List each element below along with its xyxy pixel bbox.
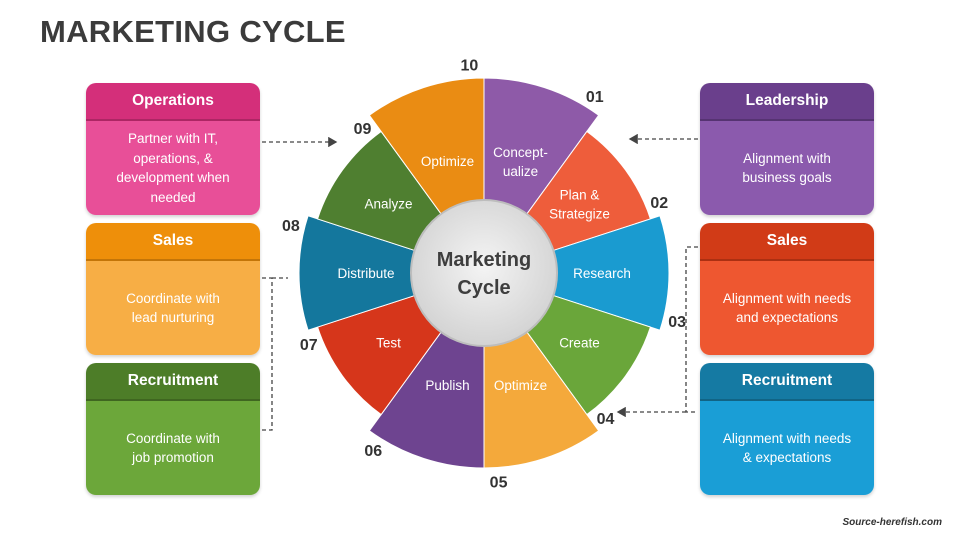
center-label-line1: Marketing	[437, 249, 531, 271]
card-sales-right: Sales Alignment with needs and expectati…	[700, 223, 874, 355]
segment-02-number: 02	[650, 195, 668, 212]
card-recruitment-right: Recruitment Alignment with needs & expec…	[700, 363, 874, 495]
segment-08-label: Distribute	[337, 266, 394, 281]
center-hub	[410, 199, 558, 347]
card-recruitment-left: Recruitment Coordinate with job promotio…	[86, 363, 260, 495]
segment-03-label: Research	[573, 266, 631, 281]
connector-sales-recruitment-left	[262, 277, 273, 431]
card-operations-title: Operations	[86, 83, 260, 121]
segment-01-label: Concept-ualize	[493, 145, 548, 179]
segment-07-number: 07	[300, 337, 318, 354]
segment-09-number: 09	[354, 121, 372, 138]
card-leadership-text: Alignment with business goals	[700, 121, 874, 215]
segment-05-number: 05	[490, 474, 508, 491]
segment-02-label: Plan &Strategize	[549, 188, 610, 222]
card-sales-left-text: Coordinate with lead nurturing	[86, 261, 260, 355]
card-sales-right-text: Alignment with needs and expectations	[700, 261, 874, 355]
connector-sales-recruitment-right	[685, 246, 698, 413]
card-recruitment-left-title: Recruitment	[86, 363, 260, 401]
segment-08-number: 08	[282, 218, 300, 235]
segment-10-number: 10	[461, 58, 479, 75]
segment-07-label: Test	[376, 335, 401, 350]
card-sales-right-title: Sales	[700, 223, 874, 261]
page-title: MARKETING CYCLE	[40, 14, 346, 49]
segment-06-label: Publish	[425, 378, 469, 393]
segment-04-label: Create	[559, 335, 600, 350]
center-label-line2: Cycle	[457, 277, 510, 299]
card-sales-left: Sales Coordinate with lead nurturing	[86, 223, 260, 355]
card-sales-left-title: Sales	[86, 223, 260, 261]
card-leadership: Leadership Alignment with business goals	[700, 83, 874, 215]
segment-03-number: 03	[668, 314, 686, 331]
segment-06-number: 06	[364, 443, 382, 460]
card-recruitment-right-text: Alignment with needs & expectations	[700, 401, 874, 495]
card-recruitment-right-title: Recruitment	[700, 363, 874, 401]
segment-10-label: Optimize	[421, 154, 474, 169]
segment-01-number: 01	[586, 89, 604, 106]
card-recruitment-left-text: Coordinate with job promotion	[86, 401, 260, 495]
card-leadership-title: Leadership	[700, 83, 874, 121]
segment-05-label: Optimize	[494, 378, 547, 393]
card-operations: Operations Partner with IT, operations, …	[86, 83, 260, 215]
segment-09-label: Analyze	[365, 197, 413, 212]
source-credit: Source-herefish.com	[842, 517, 942, 528]
card-operations-text: Partner with IT, operations, & developme…	[86, 121, 260, 215]
segment-04-number: 04	[597, 411, 615, 428]
